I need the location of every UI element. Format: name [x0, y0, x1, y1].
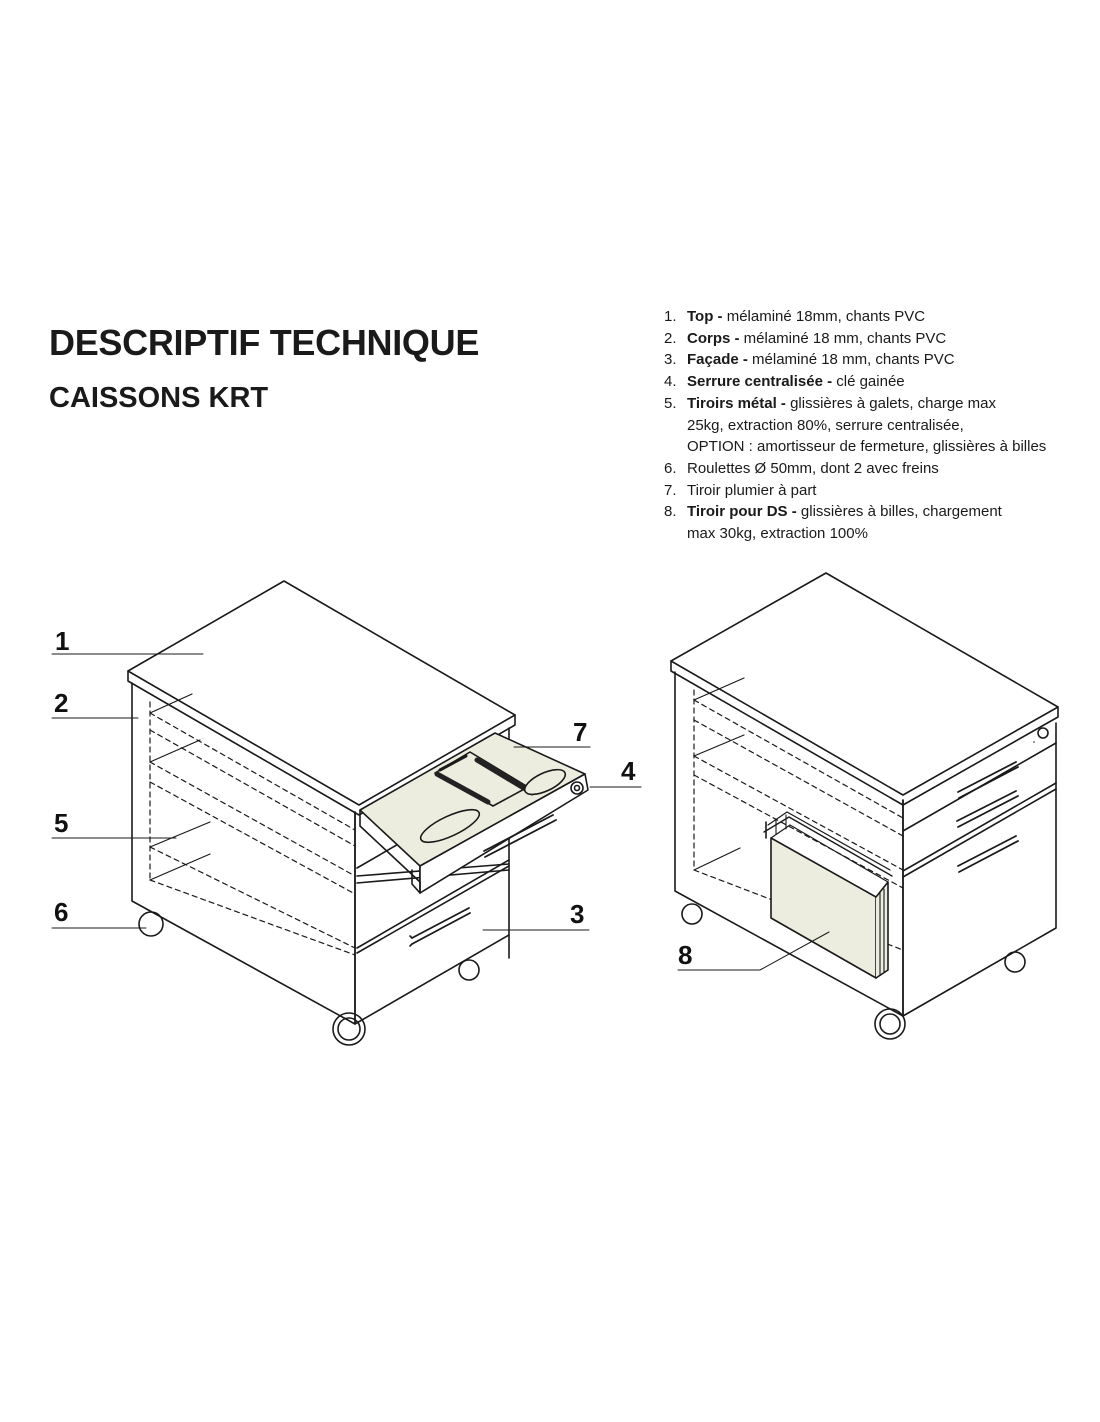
callout-7: 7: [573, 717, 587, 747]
spec-text: Tiroir plumier à part: [687, 481, 817, 499]
lock-icon: [570, 781, 584, 795]
pen-drawer-open: [359, 732, 589, 894]
spec-line: Top - mélaminé 18mm, chants PVC: [687, 306, 1094, 328]
spec-text: 25kg, extraction 80%, serrure centralisé…: [687, 416, 964, 434]
spec-item: 4. Serrure centralisée - clé gainée: [664, 371, 1094, 393]
spec-text: Roulettes Ø 50mm, dont 2 avec freins: [687, 459, 939, 477]
spec-list: 1. Top - mélaminé 18mm, chants PVC 2. Corps…: [664, 306, 1094, 545]
page-subtitle: CAISSONS KRT: [49, 382, 269, 414]
spec-label: Tiroirs métal -: [687, 394, 786, 412]
callout-4: 4: [621, 756, 636, 786]
spec-line: Tiroir plumier à part: [687, 480, 1094, 502]
spec-text: mélaminé 18mm, chants PVC: [722, 308, 926, 325]
spec-number: 5.: [664, 394, 677, 412]
ds-drawer-handle-r: [957, 835, 1019, 873]
spec-item: 1. Top - mélaminé 18mm, chants PVC: [664, 306, 1094, 328]
spec-number: 6.: [664, 459, 677, 477]
drawer-handle-lower: [411, 907, 471, 945]
left-leader-lines: [51, 653, 642, 931]
spec-text: glissières à billes, chargement: [796, 503, 1002, 521]
spec-line: max 30kg, extraction 100%: [687, 523, 1094, 545]
spec-number: 8.: [664, 503, 677, 521]
wheel-back-left-r: [681, 903, 703, 925]
spec-item: 7. Tiroir plumier à part: [664, 480, 1094, 502]
spec-item: 3. Façade - mélaminé 18 mm, chants PVC: [664, 349, 1094, 371]
wheel-front: [332, 1012, 366, 1046]
hidden-drawer-lines: [149, 701, 356, 956]
spec-text: glissières à galets, charge max: [785, 394, 997, 412]
spec-text: max 30kg, extraction 100%: [687, 525, 868, 543]
pen-drawer-handle: [483, 814, 557, 858]
callout-2: 2: [54, 688, 68, 718]
spec-label: Façade -: [687, 351, 748, 369]
page-title: DESCRIPTIF TECHNIQUE: [49, 322, 480, 363]
spec-text: mélaminé 18 mm, chants PVC: [739, 329, 947, 347]
spec-number: 3.: [664, 351, 677, 369]
hanging-files: [763, 811, 893, 979]
spec-label: Serrure centralisée -: [687, 373, 833, 391]
spec-line: Roulettes Ø 50mm, dont 2 avec freins: [687, 458, 1094, 480]
middle-drawer-handle-r: [956, 790, 1019, 828]
callout-5: 5: [54, 808, 68, 838]
right-caisson-drawing: [670, 572, 1059, 1040]
spec-line: Tiroir pour DS - glissières à billes, ch…: [687, 501, 1094, 523]
callout-1: 1: [55, 626, 69, 656]
callout-6: 6: [54, 897, 68, 927]
spec-line: Façade - mélaminé 18 mm, chants PVC: [687, 349, 1094, 371]
spec-label: Top -: [687, 308, 723, 325]
spec-number: 4.: [664, 373, 677, 391]
spec-item: 2. Corps - mélaminé 18 mm, chants PVC: [664, 328, 1094, 350]
spec-line: Tiroirs métal - glissières à galets, cha…: [687, 393, 1094, 415]
spec-number: 1.: [664, 308, 677, 325]
spec-line: OPTION : amortisseur de fermeture, gliss…: [687, 436, 1094, 458]
spec-text: mélaminé 18 mm, chants PVC: [747, 351, 955, 369]
callout-8: 8: [678, 940, 692, 970]
spec-number: 2.: [664, 329, 677, 347]
spec-line: Corps - mélaminé 18 mm, chants PVC: [687, 328, 1094, 350]
left-caisson-drawing: [51, 580, 642, 1046]
top-drawer-handle-r: [957, 761, 1019, 799]
lock-icon-r: [1037, 727, 1049, 739]
spec-label: Tiroir pour DS -: [687, 503, 797, 521]
spec-label: Corps -: [687, 329, 740, 347]
spec-text: OPTION : amortisseur de fermeture, gliss…: [687, 438, 1047, 456]
spec-text: clé gainée: [832, 373, 905, 391]
spec-line: Serrure centralisée - clé gainée: [687, 371, 1094, 393]
spec-number: 7.: [664, 481, 677, 499]
spec-item: 6. Roulettes Ø 50mm, dont 2 avec freins: [664, 458, 1094, 480]
left-side-panel: [131, 682, 356, 1025]
top-panel-edge: [127, 670, 516, 816]
spec-item: 8. Tiroir pour DS - glissières à billes, …: [664, 501, 1094, 544]
spec-line: 25kg, extraction 80%, serrure centralisé…: [687, 415, 1094, 437]
callout-3: 3: [570, 899, 584, 929]
wheel-back-right: [458, 959, 480, 981]
spec-item: 5. Tiroirs métal - glissières à galets, c…: [664, 393, 1094, 458]
